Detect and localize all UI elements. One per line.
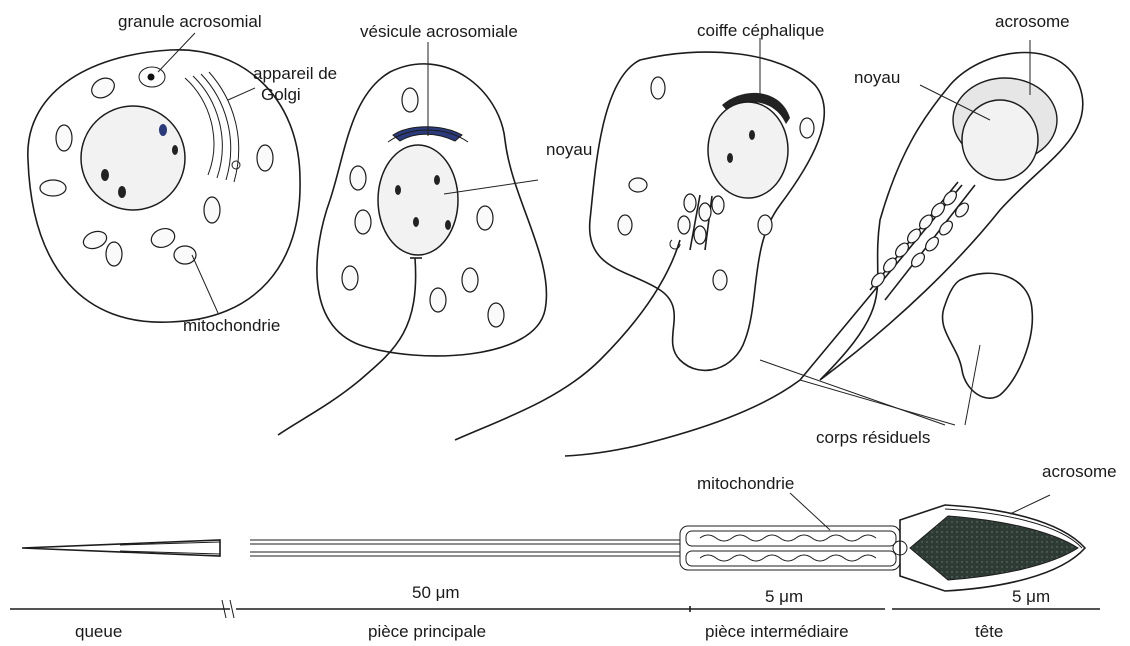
residual-body [943,273,1033,398]
nucleus-2 [378,145,458,255]
segment-queue: queue [75,622,122,641]
nucleus-3 [708,102,788,198]
flagellum-4 [565,380,800,456]
label-noyau-2: noyau [854,68,900,87]
cell-stage-2 [278,64,547,435]
label-acrosome-1: acrosome [995,12,1070,31]
label-corps-residuels: corps résiduels [816,428,930,447]
scale-50um: 50 μm [412,583,460,602]
segment-piece-principale: pièce principale [368,622,486,641]
nucleus-1 [81,106,185,210]
scale-bar [10,600,1100,618]
scale-5um-head: 5 μm [1012,587,1050,606]
label-mitochondrie-2: mitochondrie [697,474,794,493]
label-vesicule-acrosomiale: vésicule acrosomiale [360,22,518,41]
midpiece [680,526,900,570]
segment-tete: tête [975,622,1003,641]
label-noyau-1: noyau [546,140,592,159]
cell-stage-3 [455,52,824,440]
label-granule-acrosomial: granule acrosomial [118,12,262,31]
leader-lines [158,33,1050,530]
mature-spermatozoon [22,505,1085,591]
scale-5um-midpiece: 5 μm [765,587,803,606]
label-acrosome-2: acrosome [1042,462,1117,481]
cell-stage-1 [28,50,300,322]
label-coiffe-cephalique: coiffe céphalique [697,21,824,40]
label-mitochondrie-1: mitochondrie [183,316,280,335]
segment-piece-intermediaire: pièce intermédiaire [705,622,849,641]
label-golgi-line2: Golgi [261,85,301,104]
golgi-apparatus [185,72,240,182]
label-golgi-line1: appareil de [253,64,337,83]
flagellum-3 [455,240,680,440]
